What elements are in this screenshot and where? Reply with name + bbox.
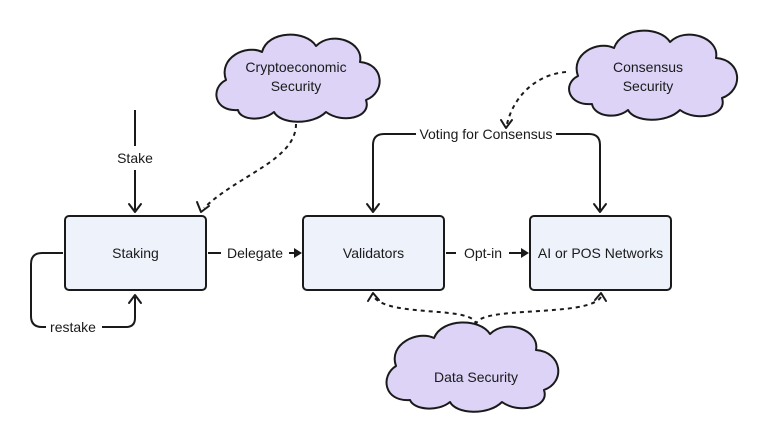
cloud-cryptoeconomic-security: Cryptoeconomic Security	[215, 33, 381, 123]
node-staking: Staking	[64, 215, 207, 291]
edge-delegate-label: Delegate	[227, 245, 283, 261]
node-validators-label: Validators	[343, 245, 404, 261]
edge-stake-label: Stake	[117, 150, 153, 166]
cloud-consensus-security: Consensus Security	[568, 29, 739, 121]
cloud-data-security: Data Security	[385, 321, 560, 413]
node-networks: AI or POS Networks	[529, 215, 672, 291]
edge-opt-in: Opt-in	[446, 245, 529, 261]
edge-restake: restake	[30, 252, 142, 335]
edge-voting-label: Voting for Consensus	[419, 126, 552, 142]
edge-voting-for-consensus: Voting for Consensus	[366, 126, 607, 213]
cloud-cryptoeconomic-line2: Security	[271, 78, 322, 94]
cloud-data-security-label: Data Security	[434, 369, 518, 385]
cloud-consensus-line2: Security	[623, 78, 674, 94]
node-networks-label: AI or POS Networks	[538, 245, 663, 261]
node-staking-label: Staking	[112, 245, 159, 261]
edge-delegate: Delegate	[208, 245, 302, 261]
dashed-data-security-links	[367, 292, 607, 326]
dashed-cryptoeconomic-to-staking	[196, 123, 297, 213]
edge-stake: Stake	[117, 110, 153, 213]
dashed-consensus-to-voting	[500, 71, 567, 129]
cloud-cryptoeconomic-line1: Cryptoeconomic	[245, 59, 346, 75]
node-validators: Validators	[302, 215, 445, 291]
edge-restake-label: restake	[50, 319, 96, 335]
cloud-consensus-line1: Consensus	[613, 59, 683, 75]
edge-opt-in-label: Opt-in	[464, 245, 502, 261]
